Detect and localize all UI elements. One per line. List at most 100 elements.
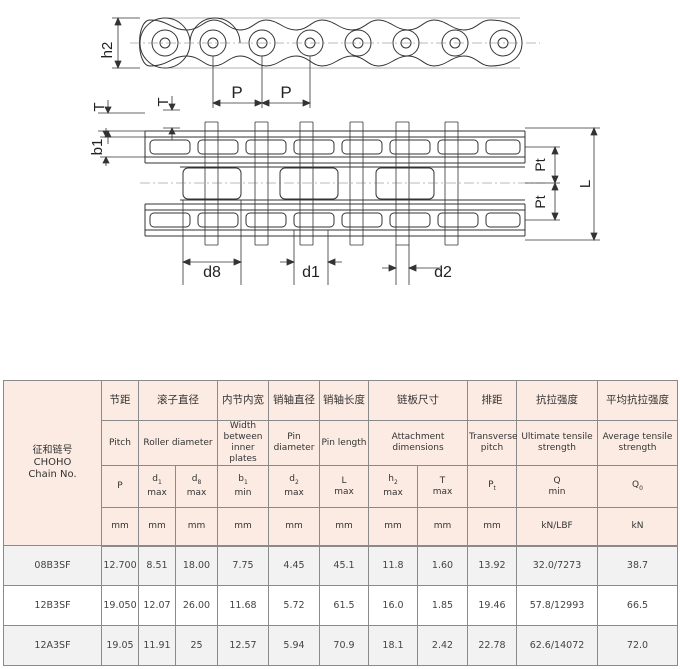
header-row-en: Pitch Roller diameter Width between inne… <box>4 420 678 466</box>
table-cell: 22.78 <box>467 625 517 666</box>
symbol-cell: Pt <box>467 465 517 508</box>
table-cell: 7.75 <box>217 545 269 586</box>
symbol-text: d8 <box>177 474 216 488</box>
symbol-letter: P <box>488 479 494 490</box>
col-cn-ultimate: 抗拉强度 <box>516 380 598 421</box>
symbol-note: max <box>147 487 167 498</box>
symbol-text: L <box>321 476 367 487</box>
table-cell: 19.05 <box>101 625 139 666</box>
col-en-width: Width between inner plates <box>217 420 269 466</box>
table-cell: 12.57 <box>217 625 269 666</box>
symbol-note: min <box>234 487 252 498</box>
symbol-cell: P <box>101 465 139 508</box>
chain-no-brand: CHOHO <box>33 457 72 468</box>
label-b1: b1 <box>89 139 106 156</box>
col-cn-average: 平均抗拉强度 <box>597 380 678 421</box>
col-en-transverse: Transverse pitch <box>467 420 518 466</box>
table-cell: 11.68 <box>217 585 269 626</box>
symbol-note: max <box>284 487 304 498</box>
symbol-subscript: 8 <box>197 478 202 486</box>
dim-b1 <box>100 128 145 166</box>
spec-table: 征和链号 CHOHO Chain No. 节距 滚子直径 内节内宽 销轴直径 销… <box>3 380 678 666</box>
symbol-letter: b <box>238 474 244 485</box>
chain-no-cell: 12B3SF <box>3 585 102 626</box>
col-en-pin-length: Pin length <box>319 420 369 466</box>
dim-diameters <box>181 200 440 285</box>
label-l: L <box>577 180 594 188</box>
label-pt1: Pt <box>532 158 548 171</box>
col-cn-attachment: 链板尺寸 <box>368 380 468 421</box>
col-en-pin-dia: Pin diameter <box>268 420 320 466</box>
table-cell: 61.5 <box>319 585 369 626</box>
chain-no-cell: 12A3SF <box>3 625 102 666</box>
unit-cell: mm <box>368 507 418 547</box>
symbol-letter: P <box>117 481 123 491</box>
table-cell: 57.8/12993 <box>516 585 598 626</box>
col-cn-width: 内节内宽 <box>217 380 269 421</box>
table-cell: 2.42 <box>417 625 468 666</box>
col-en-pitch: Pitch <box>101 420 139 466</box>
table-cell: 1.60 <box>417 545 468 586</box>
table-cell: 38.7 <box>597 545 678 586</box>
symbol-letter: T <box>439 475 446 486</box>
symbol-text: d2 <box>270 474 318 488</box>
unit-cell: mm <box>319 507 369 547</box>
symbol-subscript: 0 <box>639 484 643 492</box>
unit-cell: mm <box>268 507 320 547</box>
col-cn-transverse: 排距 <box>467 380 517 421</box>
unit-cell: mm <box>101 507 139 547</box>
symbol-letter: L <box>341 475 347 486</box>
unit-cell: mm <box>217 507 269 547</box>
symbol-text: b1 <box>219 474 267 488</box>
chain-no-cell: 08B3SF <box>3 545 102 586</box>
symbol-subscript: 2 <box>294 478 299 486</box>
label-pt2: Pt <box>532 195 548 208</box>
table-cell: 70.9 <box>319 625 369 666</box>
col-en-average: Average tensile strength <box>597 420 678 466</box>
col-cn-pin-length: 销轴长度 <box>319 380 369 421</box>
chain-top-view <box>140 121 545 246</box>
chain-no-cn: 征和链号 <box>32 445 73 456</box>
symbol-subscript: t <box>493 484 496 492</box>
col-en-roller: Roller diameter <box>138 420 218 466</box>
table-cell: 19.050 <box>101 585 139 626</box>
table-cell: 45.1 <box>319 545 369 586</box>
table-cell: 5.94 <box>268 625 320 666</box>
symbol-cell: Q0 <box>597 465 678 508</box>
symbol-subscript: 2 <box>393 478 398 486</box>
table-cell: 18.1 <box>368 625 418 666</box>
dim-pitch <box>211 56 312 108</box>
chain-no-header: 征和链号 CHOHO Chain No. <box>3 380 102 546</box>
dim-h2 <box>112 16 140 70</box>
unit-cell: kN <box>597 507 678 547</box>
symbol-text: d1 <box>140 474 174 488</box>
label-p2: P <box>280 83 291 102</box>
label-p1: P <box>231 83 242 102</box>
table-cell: 16.0 <box>368 585 418 626</box>
table-cell: 66.5 <box>597 585 678 626</box>
dim-Pt-L <box>525 126 600 242</box>
symbol-letter: d <box>152 474 158 485</box>
table-cell: 1.85 <box>417 585 468 626</box>
symbol-note: max <box>186 487 207 498</box>
symbol-text: Pt <box>469 480 515 494</box>
unit-cell: mm <box>138 507 176 547</box>
symbol-letter: Q <box>553 475 561 486</box>
table-cell: 8.51 <box>138 545 176 586</box>
symbol-note: max <box>334 486 354 497</box>
chain-no-en: Chain No. <box>28 469 77 480</box>
col-en-ultimate: Ultimate tensile strength <box>516 420 598 466</box>
header-row-cn: 征和链号 CHOHO Chain No. 节距 滚子直径 内节内宽 销轴直径 销… <box>3 380 678 546</box>
label-t1: T <box>91 102 108 111</box>
col-cn-pin-dia: 销轴直径 <box>268 380 320 421</box>
table-cell: 18.00 <box>175 545 218 586</box>
